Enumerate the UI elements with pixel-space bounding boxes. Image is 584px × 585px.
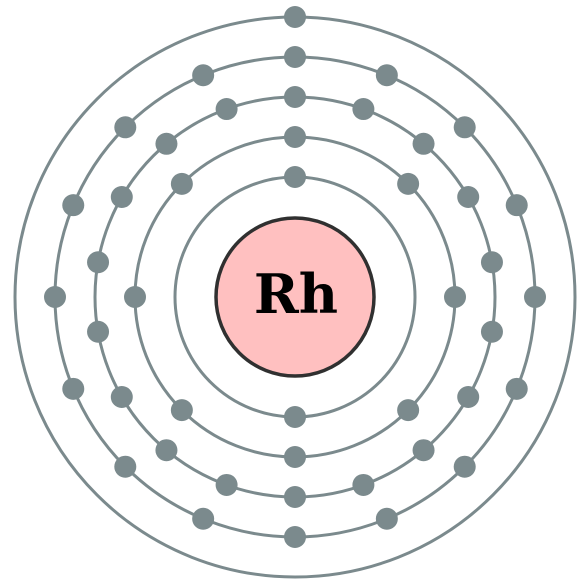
electron-shell-4-13 [44,286,66,308]
electron-shell-3-5 [480,251,503,274]
electron-shell-3-16 [110,186,133,208]
electron-shell-3-11 [215,473,238,496]
electron-shell-4-9 [284,526,306,548]
electron-shell-3-1 [284,86,306,108]
electron-shell-3-4 [457,186,480,208]
electron-shell-4-1 [284,46,306,68]
electron-shell-3-18 [215,98,238,121]
nucleus: Rh [214,216,376,378]
electron-shell-1-1 [284,166,306,188]
electron-shell-2-3 [444,286,466,308]
electron-shell-3-9 [352,473,375,496]
electrons [44,6,546,548]
electron-shell-2-2 [397,172,420,195]
electron-shell-3-10 [284,486,306,508]
electron-shell-3-15 [87,251,110,274]
electron-shell-4-7 [453,455,476,478]
electron-shell-3-17 [155,132,178,155]
electron-shell-3-8 [412,439,435,462]
nucleus-circle [214,216,376,378]
electron-shell-3-13 [110,386,133,408]
electron-shell-3-6 [480,320,503,343]
electron-shell-4-11 [114,455,137,478]
electron-shell-4-5 [524,286,546,308]
electron-shell-5-1 [284,6,306,28]
electron-shell-4-14 [62,194,85,217]
electron-shell-2-6 [170,399,193,422]
electron-shell-4-12 [62,377,85,400]
electron-shell-2-4 [397,399,420,422]
electron-shell-2-7 [124,286,146,308]
electron-shell-2-5 [284,446,306,468]
electron-shell-4-3 [453,116,476,139]
electron-shell-1-2 [284,406,306,428]
electron-shell-3-7 [457,386,480,408]
electron-shell-4-4 [505,194,528,217]
electron-shell-3-12 [155,439,178,462]
electron-shell-4-8 [375,507,398,530]
electron-shell-2-1 [284,126,306,148]
electron-shell-4-6 [505,377,528,400]
element-symbol: Rh [254,262,338,326]
electron-shell-2-8 [170,172,193,195]
electron-shell-3-3 [412,132,435,155]
electron-shell-3-14 [87,320,110,343]
electron-shell-4-15 [114,116,137,139]
electron-shell-4-16 [192,64,215,87]
electron-shell-4-2 [375,64,398,87]
electron-shell-3-2 [352,98,375,121]
electron-shell-4-10 [192,507,215,530]
